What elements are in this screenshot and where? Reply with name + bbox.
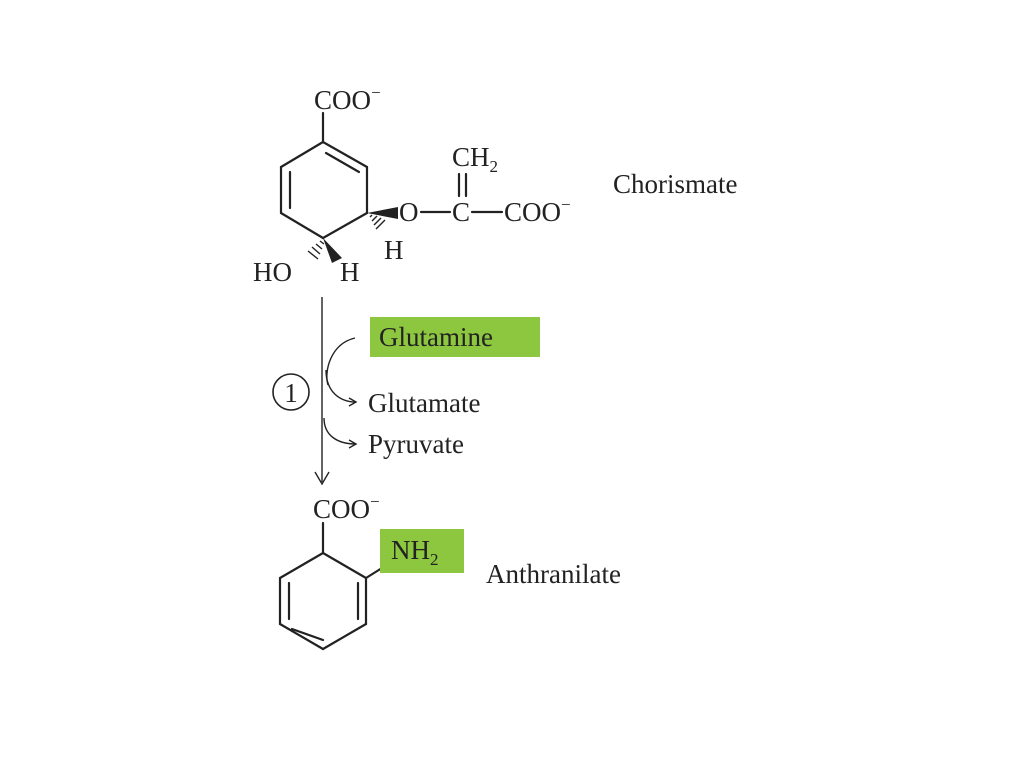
step-number: 1	[284, 378, 298, 408]
main-arrowhead	[314, 471, 330, 486]
pyruvate-exit-curve	[323, 417, 358, 449]
methylene-group: CH2	[452, 142, 498, 176]
chorismate-label: Chorismate	[613, 169, 737, 199]
wedge-bond-c3	[367, 207, 398, 219]
chorismate-top-carboxylate: COO−	[314, 83, 381, 115]
chorismate-h-bottom: H	[340, 257, 360, 287]
step-number-circle	[272, 373, 310, 411]
glutamine-highlight	[370, 317, 540, 357]
anthranilate-carboxylate: COO−	[313, 492, 380, 524]
ether-oxygen: O	[399, 197, 419, 227]
central-carbon: C	[452, 197, 470, 227]
anthranilate-structure: COO− NH2 Anthranilate	[278, 492, 621, 651]
chorismate-h-right: H	[384, 235, 404, 265]
anthranilate-ring	[278, 551, 368, 651]
chorismate-ring	[279, 111, 369, 240]
hashed-bond-ho	[307, 240, 325, 260]
glutamate-exit-curve	[325, 369, 358, 407]
amine-highlight	[380, 529, 464, 573]
chorismate-right-carboxylate: COO−	[504, 195, 571, 227]
anthranilate-label: Anthranilate	[486, 559, 621, 589]
reaction-step: 1 Glutamine Glutamate Pyruvate	[272, 297, 540, 486]
amine-group: NH2	[391, 535, 439, 569]
glutamine-label: Glutamine	[379, 322, 493, 352]
hydroxyl-group: HO	[253, 257, 292, 287]
glutamate-label: Glutamate	[368, 388, 480, 418]
pyruvate-label: Pyruvate	[368, 429, 464, 459]
wedge-bond-c4	[323, 238, 342, 263]
glutamine-entry-curve	[326, 337, 356, 386]
hashed-bond-h-right	[369, 214, 386, 230]
chorismate-structure: COO− H O C COO− CH2 H HO Chorismate	[253, 83, 737, 287]
